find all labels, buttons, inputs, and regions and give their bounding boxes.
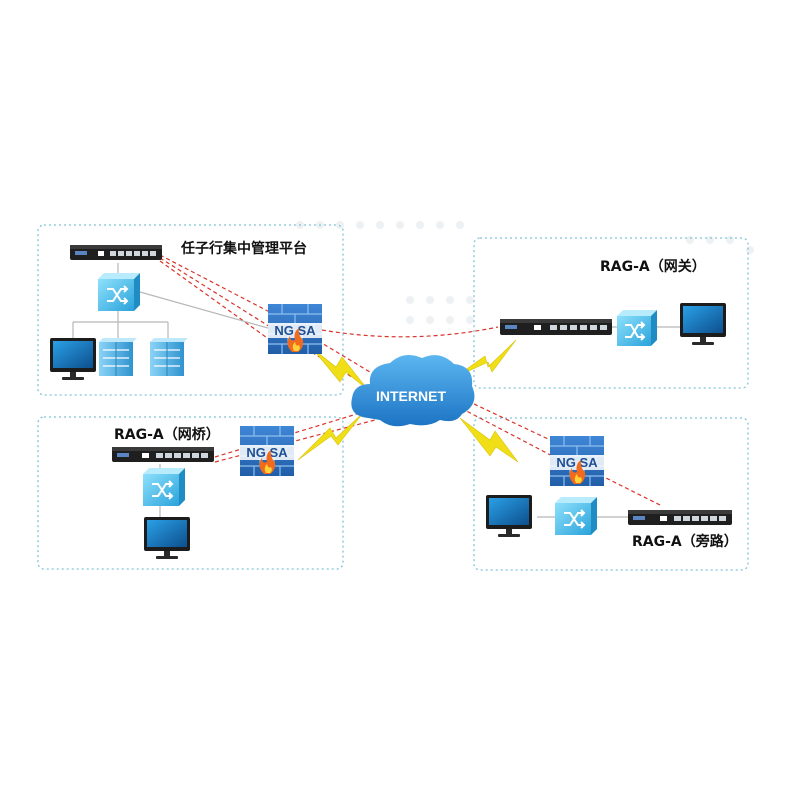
- gateway-section-box: [473, 237, 749, 389]
- mgmt-platform-label: 任子行集中管理平台: [181, 241, 307, 257]
- internet-label: INTERNET: [376, 388, 446, 404]
- mgmt-section-box: [37, 224, 344, 396]
- bypass-mode-label: RAG-A（旁路）: [632, 534, 738, 550]
- link-firewall-gateway: [321, 326, 499, 338]
- cloud-icon: [351, 354, 475, 427]
- gateway-switch-icon: [617, 310, 657, 346]
- bridge-mode-label: RAG-A（网桥）: [114, 427, 220, 443]
- lightning-bolt-icon: [459, 417, 519, 463]
- lightning-bolt-icon: [311, 347, 369, 391]
- link-internet-bypass-1: [454, 394, 566, 448]
- link-bypassfw-router: [599, 474, 661, 506]
- mgmt-router: [70, 245, 162, 260]
- bridge-firewall: NG SA: [240, 426, 294, 476]
- bypass-section-box: [473, 417, 749, 571]
- firewall-label: NG SA: [274, 323, 316, 338]
- gateway-mode-label: RAG-A（网关）: [600, 259, 706, 275]
- section-boxes: [37, 224, 749, 571]
- mgmt-switch-icon: [98, 273, 140, 311]
- link-internet-bypass-2: [454, 404, 561, 461]
- bridge-router: [112, 447, 214, 462]
- bypass-monitor-icon: [486, 495, 532, 537]
- bridge-switch-icon: [143, 468, 185, 506]
- bridge-section-box: [37, 416, 344, 570]
- link-mgmt-firewall-3: [159, 260, 271, 341]
- gateway-router: [500, 319, 612, 335]
- bridge-monitor-icon: [144, 517, 190, 559]
- firewall-label: NG SA: [246, 445, 288, 460]
- bypass-firewall: NG SA: [550, 436, 604, 486]
- firewall-label: NG SA: [556, 455, 598, 470]
- link-mgmt-firewall-1: [159, 254, 286, 321]
- lightning-bolt-icon: [297, 412, 364, 461]
- bypass-switch-icon: [555, 497, 597, 535]
- mgmt-monitor-icon: [50, 338, 96, 380]
- background-dot-pattern: [296, 221, 754, 324]
- lightning-bolt-icon: [453, 339, 517, 379]
- mgmt-firewall: NG SA: [268, 304, 322, 354]
- link-mgmt-firewall-2: [159, 257, 276, 331]
- server-icon: [99, 338, 137, 376]
- gateway-monitor-icon: [680, 303, 726, 345]
- internet-cloud: INTERNET: [351, 354, 475, 427]
- bypass-router: [628, 510, 732, 525]
- server-icon: [150, 338, 188, 376]
